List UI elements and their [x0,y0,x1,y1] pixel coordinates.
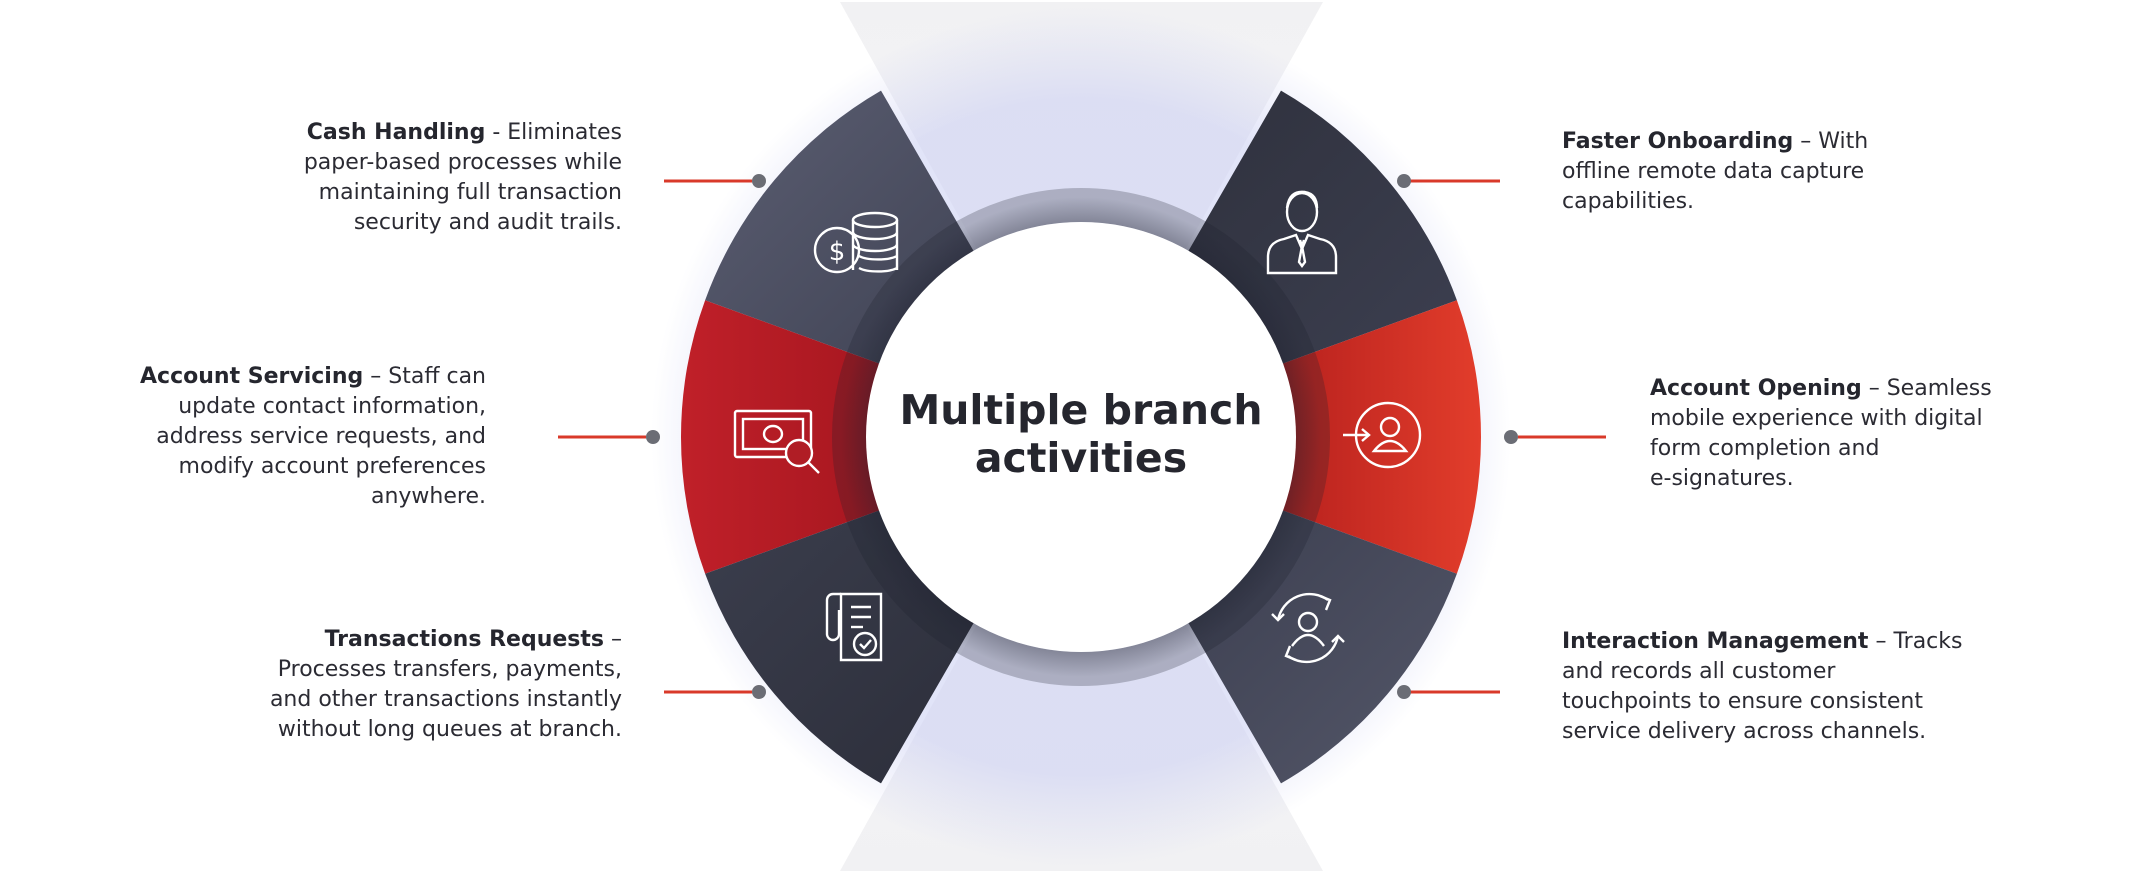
item-title: Interaction Management [1562,629,1869,654]
svg-text:$: $ [829,237,846,267]
center-title-line1: Multiple branch [899,386,1263,434]
user-cycle-icon [1271,592,1345,664]
item-title: Account Opening [1650,376,1862,401]
coins-dollar-icon: $ [813,211,899,274]
segment-account-opening [1268,300,1481,574]
user-login-icon [1343,401,1422,469]
banknote-search-icon [733,409,820,474]
connector-dot-account-servicing [646,430,660,444]
connectors [558,174,1606,699]
interaction-management-description: Interaction Management – Tracks and reco… [1562,629,1963,744]
connector-dot-account-opening [1504,430,1518,444]
center-title-line2: activities [974,434,1188,482]
item-title: Cash Handling [306,120,486,145]
connector-dot-transactions-requests [752,685,766,699]
faster-onboarding-description: Faster Onboarding – With offline remote … [1562,129,1869,214]
businessman-icon [1266,190,1338,275]
account-opening-description: Account Opening – Seamless mobile experi… [1650,376,1992,491]
connector-dot-faster-onboarding [1397,174,1411,188]
center-circle [866,222,1296,652]
item-title: Account Servicing [140,364,364,389]
connector-dot-cash-handling [752,174,766,188]
connector-dot-interaction-management [1397,685,1411,699]
document-check-icon [825,592,883,662]
item-title: Transactions Requests [324,627,604,652]
center-title: Multiple branch activities [871,386,1291,482]
item-title: Faster Onboarding [1562,129,1794,154]
segment-account-servicing [681,300,894,574]
account-servicing-description: Account Servicing – Staff can update con… [140,364,486,509]
cash-handling-description: Cash Handling - Eliminates paper-based p… [303,120,622,235]
transactions-requests-description: Transactions Requests – Processes transf… [269,627,622,742]
